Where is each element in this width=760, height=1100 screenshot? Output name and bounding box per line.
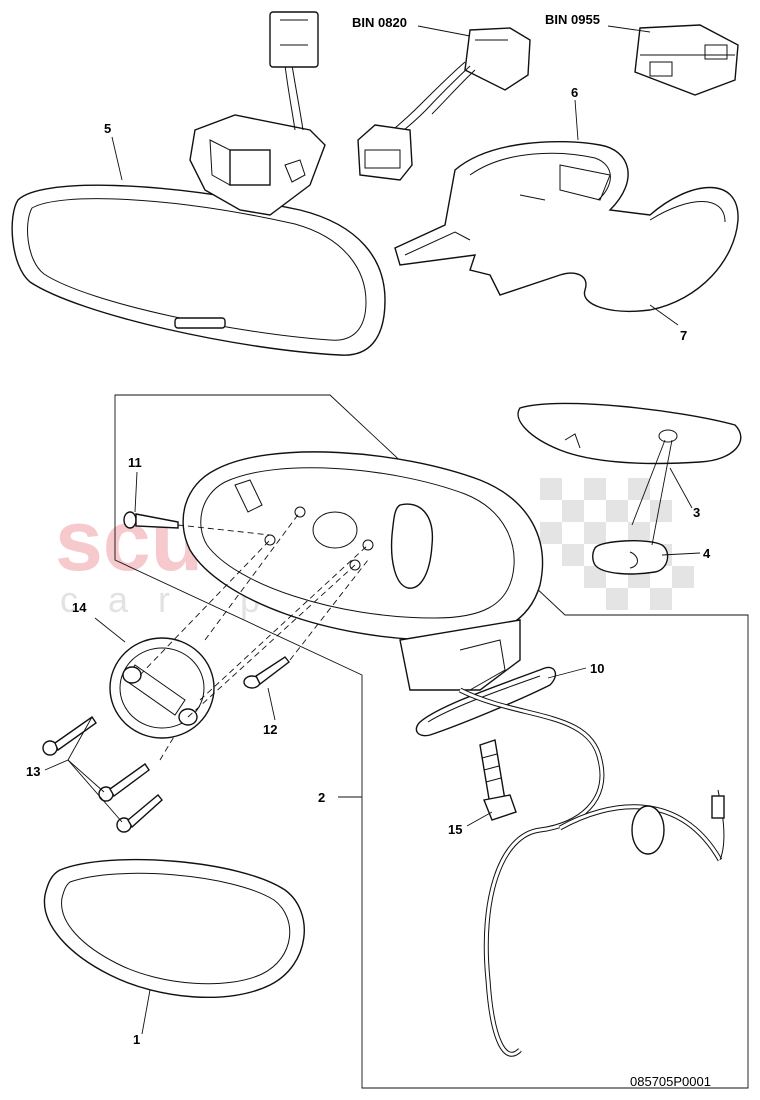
callout-13: 13 <box>26 764 40 779</box>
callout-labels: BIN 0820 BIN 0955 1 2 3 4 5 6 7 10 11 12… <box>26 12 711 1047</box>
control-module-part <box>634 24 739 96</box>
callout-7: 7 <box>680 328 687 343</box>
callout-4: 4 <box>703 546 711 561</box>
screw-11-part <box>123 511 179 529</box>
screw-12-part <box>243 656 290 689</box>
callout-6: 6 <box>571 85 578 100</box>
callout-10: 10 <box>590 661 604 676</box>
mirror-cap-part <box>517 402 742 465</box>
cable-harness-part <box>458 687 725 1057</box>
mirror-glass-part <box>43 858 305 999</box>
callout-1: 1 <box>133 1032 140 1047</box>
screws-13-part <box>42 716 163 833</box>
drawing-code: 085705P0001 <box>630 1074 711 1089</box>
leader-lines <box>44 25 701 1035</box>
callout-15: 15 <box>448 822 462 837</box>
bolt-part <box>479 739 517 821</box>
mirror-mount-cover-part <box>394 140 739 312</box>
callout-3: 3 <box>693 505 700 520</box>
callout-11: 11 <box>128 455 142 470</box>
exterior-mirror-housing-part <box>182 451 544 691</box>
interior-mirror-part <box>11 11 386 356</box>
callout-12: 12 <box>263 722 277 737</box>
callout-14: 14 <box>72 600 87 615</box>
bin-0955-label: BIN 0955 <box>545 12 600 27</box>
glass-adjuster-part <box>109 637 215 739</box>
bin-0820-label: BIN 0820 <box>352 15 407 30</box>
cap-clip-part <box>592 540 669 575</box>
assembly-dashed-lines <box>139 439 673 761</box>
callout-2: 2 <box>318 790 325 805</box>
harness-adapter-part <box>357 27 531 181</box>
cap-clip-detail <box>629 551 638 569</box>
callout-5: 5 <box>104 121 111 136</box>
